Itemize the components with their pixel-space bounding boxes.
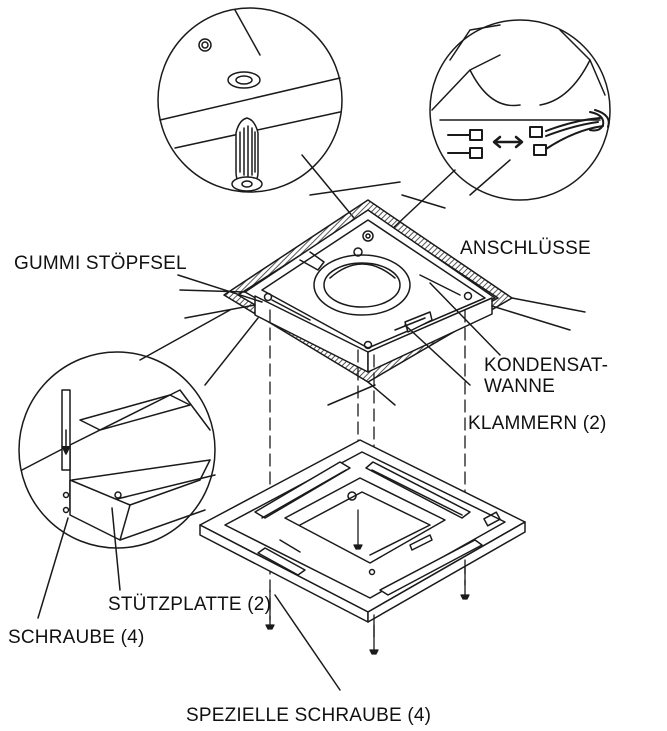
- grille-panel: [199, 439, 526, 623]
- screw-icon: [353, 509, 363, 550]
- connector-plugs: [447, 109, 610, 159]
- label-klammern: KLAMMERN (2): [468, 413, 607, 434]
- screw-icon: [369, 614, 379, 655]
- label-kondensat-line1: KONDENSAT-: [484, 355, 609, 376]
- support-plate-detail-circle: [18, 351, 216, 549]
- connectors-detail-circle: [429, 19, 611, 201]
- label-spezielle-schraube: SPEZIELLE SCHRAUBE (4): [186, 705, 432, 726]
- label-kondensat-line2: WANNE: [484, 376, 556, 397]
- rubber-plug: [231, 117, 263, 192]
- screw-icon: [265, 589, 275, 630]
- double-arrow-icon: [492, 135, 524, 149]
- label-schraube: SCHRAUBE (4): [8, 627, 145, 648]
- rubber-plug-detail-circle: [157, 7, 343, 193]
- indoor-unit: [179, 181, 586, 406]
- label-anschlusse: ANSCHLÜSSE: [460, 238, 591, 259]
- arrow-down-icon: [61, 429, 71, 455]
- label-gummi-stopfsel: GUMMI STÖPFSEL: [14, 253, 187, 274]
- screw-icon: [460, 559, 470, 600]
- label-stutzplatte: STÜTZPLATTE (2): [108, 594, 272, 615]
